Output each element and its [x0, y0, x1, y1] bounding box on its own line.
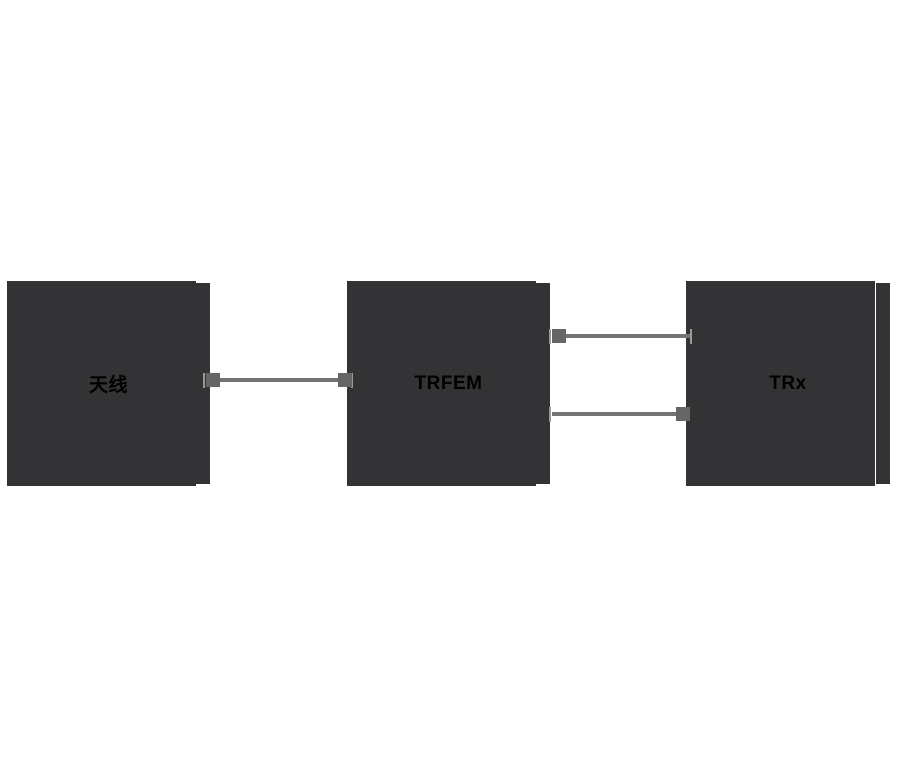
connection-point-tick	[549, 329, 551, 344]
node-antenna-label: 天线	[88, 375, 128, 396]
connection-point-tick	[203, 373, 205, 388]
connection-point-tick	[549, 407, 551, 422]
node-trx-right-strip	[876, 283, 890, 484]
edge-endpoint-handle[interactable]	[552, 329, 566, 343]
connection-point-tick	[690, 329, 692, 344]
node-trfem-body	[347, 281, 536, 486]
edge-trfem-trx-lower[interactable]	[552, 412, 686, 416]
node-trfem-right-strip	[536, 283, 550, 484]
node-antenna-body	[7, 281, 196, 486]
edge-antenna-trfem[interactable]	[210, 378, 347, 382]
node-trx-label: TRx	[769, 372, 807, 394]
edge-endpoint-handle[interactable]	[338, 373, 352, 387]
edge-trfem-trx-upper[interactable]	[553, 334, 690, 338]
node-antenna[interactable]: 天线	[7, 281, 210, 486]
connection-point-tick	[351, 373, 353, 388]
node-trfem[interactable]: TRFEM	[347, 281, 550, 486]
node-trx-body	[686, 281, 875, 486]
node-trfem-label: TRFEM	[414, 372, 483, 394]
node-trx[interactable]: TRx	[686, 281, 890, 486]
edge-endpoint-handle[interactable]	[676, 407, 690, 421]
edge-endpoint-handle[interactable]	[206, 373, 220, 387]
